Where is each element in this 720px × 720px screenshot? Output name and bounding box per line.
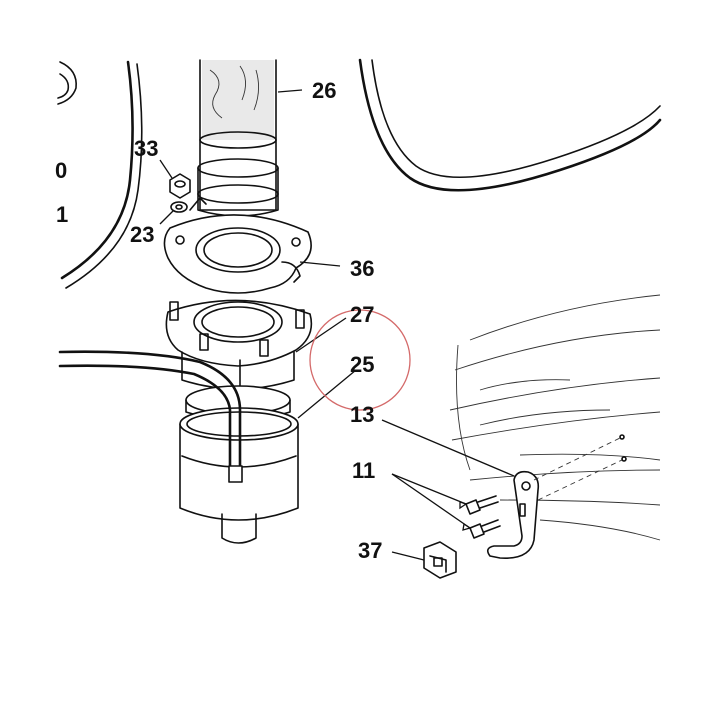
callout-37: 37 <box>358 538 382 563</box>
seat-background <box>449 294 661 541</box>
highlight-circle <box>309 309 411 411</box>
leader-lines <box>159 89 515 561</box>
callout-27: 27 <box>350 302 374 327</box>
part-27-base-flange <box>165 299 313 390</box>
part-37-clip <box>423 541 457 579</box>
hose <box>58 350 243 483</box>
callout-labels: 26 33 23 36 27 25 13 11 37 <box>130 78 382 563</box>
callout-33: 33 <box>134 136 158 161</box>
callout-26: 26 <box>312 78 336 103</box>
callout-13: 13 <box>350 402 374 427</box>
assembly-lines <box>533 434 627 501</box>
part-11-screws <box>465 495 501 539</box>
frame-outline <box>60 58 662 289</box>
part-33-nut <box>169 173 191 199</box>
callout-36: 36 <box>350 256 374 281</box>
callout-23: 23 <box>130 222 154 247</box>
edge-label-0: 0 <box>55 158 67 183</box>
left-edge-fragment: 0 1 <box>55 61 77 227</box>
part-36-flange <box>163 197 312 294</box>
edge-label-1: 1 <box>56 202 68 227</box>
callout-25: 25 <box>350 352 374 377</box>
callout-11: 11 <box>352 458 375 483</box>
part-13-bracket <box>486 470 540 559</box>
part-26-column <box>197 59 279 217</box>
part-23-washer <box>170 201 188 213</box>
